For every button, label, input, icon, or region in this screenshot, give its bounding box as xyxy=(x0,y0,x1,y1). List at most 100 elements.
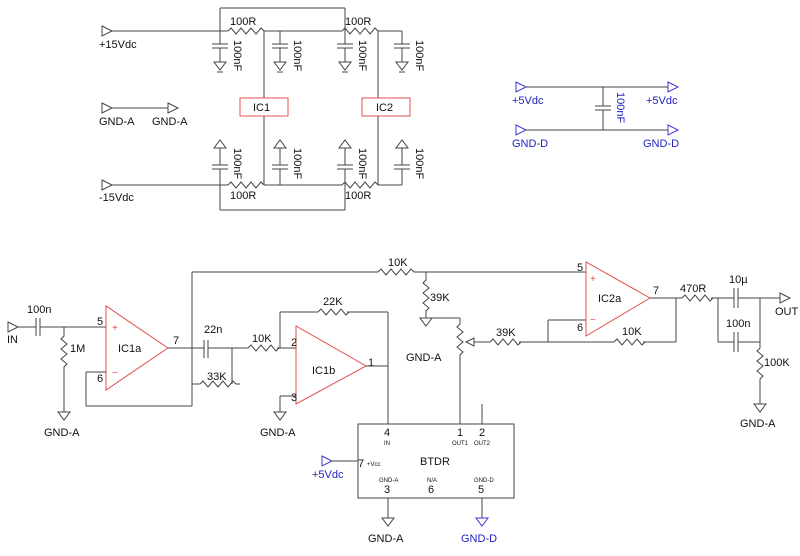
r-39k-h-label: 39K xyxy=(496,327,516,339)
ic1a-label: IC1a xyxy=(118,343,142,355)
svg-text:+: + xyxy=(590,274,596,285)
gndd-in-label: GND-D xyxy=(512,138,548,150)
gnd-d5-label: GND-D xyxy=(461,533,497,545)
ic2a-pin6: 6 xyxy=(577,322,583,334)
c3-label: 100nF xyxy=(356,40,368,71)
r-bot-left-label: 100R xyxy=(230,190,256,202)
btdr-pin4-label: IN xyxy=(384,441,390,447)
gnd-a4-label: GND-A xyxy=(740,418,776,430)
p5-out-label: +5Vdc xyxy=(646,95,678,107)
p5-btdr-label: +5Vdc xyxy=(312,469,344,481)
c-in-label: 100n xyxy=(27,304,51,316)
ic2-label: IC2 xyxy=(376,102,393,114)
r-in-label: 1M xyxy=(70,343,85,355)
digital-supply xyxy=(515,81,680,136)
gnd-a1-label: GND-A xyxy=(44,427,80,439)
svg-text:−: − xyxy=(590,315,596,326)
c7-label: 100nF xyxy=(356,148,368,179)
gnda-out-label: GND-A xyxy=(152,116,188,128)
c5-label: 100nF xyxy=(231,148,243,179)
btdr-pin2: 2 xyxy=(479,427,485,439)
neg15-port xyxy=(101,179,228,191)
gnd-a3-label: GND-A xyxy=(406,352,442,364)
potentiometer xyxy=(456,318,464,424)
ic1-label: IC1 xyxy=(253,102,270,114)
r-10k-fb-label: 10K xyxy=(622,326,642,338)
out-port xyxy=(779,292,792,304)
resistor-100r-bot-left xyxy=(227,181,265,189)
ic2a-pin5: 5 xyxy=(577,262,583,274)
cap-group-bottom xyxy=(212,139,410,185)
r-100k-label: 100K xyxy=(764,357,790,369)
btdr-vcc-port xyxy=(321,455,334,467)
gnda-in-label: GND-A xyxy=(99,116,135,128)
resistor-33k xyxy=(199,380,240,388)
ic1b-label: IC1b xyxy=(312,365,335,377)
ic1-box xyxy=(239,97,289,117)
c-100n-out-label: 100n xyxy=(726,318,750,330)
opamp-ic2a xyxy=(585,261,651,337)
resistor-470r xyxy=(681,294,714,302)
in-port xyxy=(7,318,106,336)
r-470r-label: 470R xyxy=(680,283,706,295)
btdr-pin4: 4 xyxy=(384,427,390,439)
btdr-pin6-label: N/A xyxy=(427,478,437,484)
ic1b-pin1: 1 xyxy=(368,357,374,369)
c2-label: 100nF xyxy=(291,40,303,71)
ic1a-pin5: 5 xyxy=(97,316,103,328)
svg-text:+: + xyxy=(112,323,118,334)
ic1b-pin3: 3 xyxy=(291,392,297,404)
c1-label: 100nF xyxy=(231,40,243,71)
btdr-pin1-label: OUT1 xyxy=(452,441,469,447)
r-39k-v-label: 39K xyxy=(430,292,450,304)
r-22k-label: 22K xyxy=(323,296,343,308)
resistor-100k xyxy=(756,342,764,404)
btdr-pin1: 1 xyxy=(457,427,463,439)
digital-cap-label: 100nF xyxy=(614,92,626,123)
ic1a-pin7: 7 xyxy=(173,335,179,347)
ic2a-label: IC2a xyxy=(598,293,622,305)
resistor-100r-top-left xyxy=(227,27,265,35)
btdr-pin2-label: OUT2 xyxy=(474,441,491,447)
btdr-pin5: 5 xyxy=(478,484,484,496)
gnda-link xyxy=(101,102,180,114)
c6-label: 100nF xyxy=(291,148,303,179)
ic1b-pin2: 2 xyxy=(291,337,297,349)
gnd-a5-label: GND-A xyxy=(368,533,404,545)
btdr-pin3: 3 xyxy=(384,484,390,496)
svg-text:−: − xyxy=(112,368,118,379)
resistor-10k-top xyxy=(377,268,415,276)
btdr-pin6: 6 xyxy=(428,484,434,496)
r-10k-top-label: 10K xyxy=(388,257,408,269)
opamp-ic1b xyxy=(295,325,368,405)
btdr-pin7: 7 xyxy=(358,458,364,470)
resistor-10k-a xyxy=(247,344,280,352)
btdr-name: BTDR xyxy=(420,456,450,468)
resistor-39k-h xyxy=(489,338,522,346)
c-10u-label: 10µ xyxy=(729,274,748,286)
r-top-left-label: 100R xyxy=(230,16,256,28)
btdr-pin5-label: GND-D xyxy=(474,478,494,484)
ic2-box xyxy=(361,97,411,117)
gnd-a2-label: GND-A xyxy=(260,427,296,439)
r-10k-a-label: 10K xyxy=(252,333,272,345)
pos15-label: +15Vdc xyxy=(99,39,137,51)
ic2a-pin7: 7 xyxy=(653,285,659,297)
gndd-out-label: GND-D xyxy=(643,138,679,150)
in-label: IN xyxy=(7,334,18,346)
resistor-100r-top-right xyxy=(341,27,379,35)
resistor-1m xyxy=(60,327,68,412)
r-top-right-label: 100R xyxy=(345,16,371,28)
r-33k-label: 33K xyxy=(207,371,227,383)
p5-in-label: +5Vdc xyxy=(512,95,544,107)
c4-label: 100nF xyxy=(413,40,425,71)
c8-label: 100nF xyxy=(413,148,425,179)
resistor-22k xyxy=(317,308,350,316)
c-22n-label: 22n xyxy=(204,324,222,336)
ic1a-pin6: 6 xyxy=(97,373,103,385)
btdr-pin7-label: +Vcc xyxy=(367,462,381,468)
cap-group-top xyxy=(212,31,410,73)
neg15-label: -15Vdc xyxy=(99,192,134,204)
